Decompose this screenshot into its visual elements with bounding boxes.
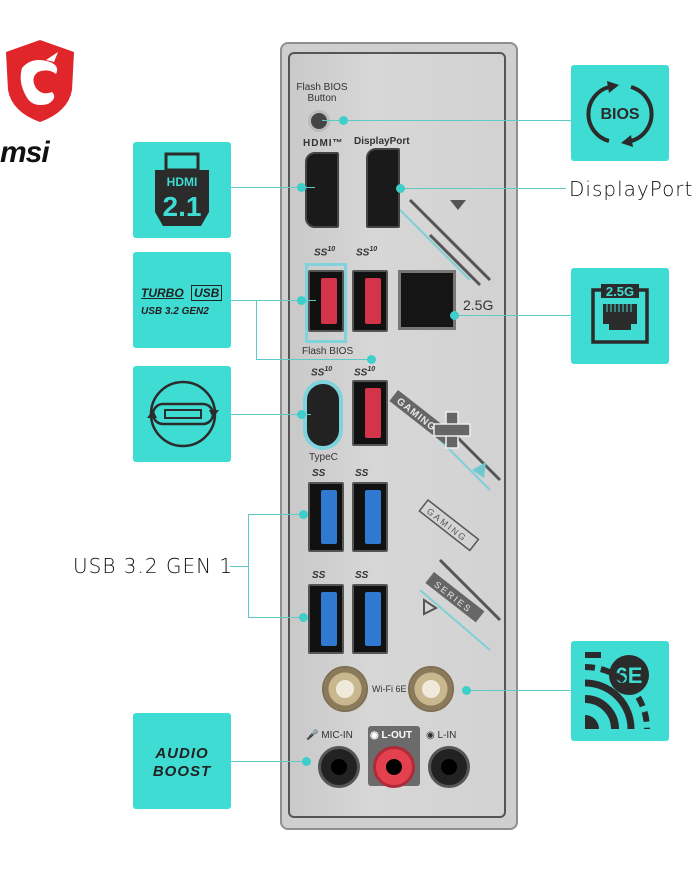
flash-bios-button-label: Flash BIOS Button — [296, 82, 348, 104]
leader-dot — [302, 757, 311, 766]
leader-dot — [450, 311, 459, 320]
flash-bios-port-label: Flash BIOS — [302, 346, 354, 357]
turbo-usb-tile-line2: USB 3.2 GEN2 — [141, 306, 209, 317]
type-c-tile — [133, 366, 231, 462]
usb-ss10-mark: SS10 — [354, 366, 376, 379]
usb-10g-port[interactable] — [352, 270, 388, 332]
leader-turbo-usb-to-port — [256, 300, 316, 301]
leader-usb-gen1-bottom — [248, 617, 304, 618]
usb-gen1-callout: USB 3.2 GEN 1 — [73, 554, 234, 578]
leader-audio-boost — [231, 761, 311, 762]
flash-bios-port-highlight — [305, 263, 347, 343]
hdmi-port[interactable] — [305, 152, 339, 228]
turbo-usb-tile-line1: TURBO USB — [141, 285, 223, 301]
leader-lan — [454, 315, 571, 316]
flash-bios-button[interactable] — [308, 110, 330, 132]
bios-tile-label: BIOS — [600, 106, 639, 123]
displayport-callout: DisplayPort — [569, 177, 694, 201]
hdmi-tile-line2: 2.1 — [163, 191, 202, 222]
msi-dragon-shield-icon — [6, 40, 74, 122]
usb-gen1-port[interactable] — [352, 584, 388, 654]
leader-turbo-usb — [231, 300, 256, 301]
leader-turbo-usb-to-flash — [256, 359, 376, 360]
leader-turbo-usb-bracket — [256, 300, 257, 359]
bios-tile: BIOS — [571, 65, 669, 161]
hdmi-tile-line1: HDMI — [167, 175, 198, 189]
usb-type-c-port[interactable] — [303, 380, 343, 450]
usb-gen1-port[interactable] — [308, 482, 344, 552]
deco-series-text: SERIES — [432, 579, 474, 615]
audio-wave-icon: ◉ — [370, 730, 379, 741]
leader-bios — [322, 120, 571, 121]
usb-gen1-port[interactable] — [308, 584, 344, 654]
displayport-port[interactable] — [366, 148, 400, 228]
leader-dot — [462, 686, 471, 695]
leader-usb-gen1-top — [248, 514, 304, 515]
leader-usb-gen1-bracket — [248, 514, 249, 617]
leader-type-c — [231, 414, 311, 415]
deco-gaming-small-text: GAMING — [425, 506, 469, 544]
mic-in-label: 🎤 MIC-IN — [306, 730, 353, 741]
turbo-usb-tile: TURBO USB USB 3.2 GEN2 — [133, 252, 231, 348]
displayport-port-label: DisplayPort — [354, 136, 410, 147]
wifi-6e-icon: 6E — [584, 652, 650, 730]
usb-ss10-mark: SS10 — [314, 246, 336, 259]
usb-ss-mark: SS — [312, 570, 326, 581]
usb-gen1-port[interactable] — [352, 482, 388, 552]
leader-hdmi — [231, 187, 315, 188]
usb-c-reversible-icon — [147, 380, 219, 448]
leader-dot — [367, 355, 376, 364]
lan-speed-label: 2.5G — [463, 297, 494, 313]
leader-dot — [297, 183, 306, 192]
usb-ss-mark: SS — [312, 468, 326, 479]
mic-in-jack[interactable] — [318, 746, 360, 788]
usb-flash-bios-port[interactable] — [308, 270, 344, 332]
hdmi-port-label: HDMI™ — [303, 138, 344, 149]
lan-2-5g-tile: 2.5G — [571, 268, 669, 364]
line-in-label: ◉ L-IN — [426, 730, 457, 741]
leader-displayport — [400, 188, 566, 189]
type-c-label: TypeC — [309, 452, 338, 463]
hdmi-2-1-tile: HDMI 2.1 — [133, 142, 231, 238]
leader-dot — [299, 510, 308, 519]
wifi-6e-tile: 6E — [571, 641, 669, 741]
brand-wordmark: msi — [0, 136, 50, 169]
leader-dot — [297, 296, 306, 305]
audio-boost-line1: AUDIO — [155, 745, 209, 762]
bios-refresh-icon: BIOS — [586, 81, 654, 147]
leader-dot — [299, 613, 308, 622]
usb-ss10-mark: SS10 — [356, 246, 378, 259]
audio-boost-tile: AUDIO BOOST — [133, 713, 231, 809]
usb-ss-mark: SS — [355, 468, 369, 479]
line-out-jack[interactable] — [373, 746, 415, 788]
leader-dot — [339, 116, 348, 125]
hdmi-connector-icon: HDMI 2.1 — [155, 152, 209, 226]
line-in-jack[interactable] — [428, 746, 470, 788]
plate-decoration: GAMING GAMING SERIES — [389, 198, 502, 651]
audio-wave-icon: ◉ — [426, 730, 435, 741]
microphone-icon: 🎤 — [306, 730, 319, 741]
leader-dot — [297, 410, 306, 419]
line-out-label: ◉ L-OUT — [370, 730, 413, 741]
ethernet-port-icon: 2.5G — [591, 284, 649, 344]
usb-10g-port[interactable] — [352, 380, 388, 446]
audio-boost-line2: BOOST — [152, 763, 212, 780]
leader-wifi — [466, 690, 571, 691]
lan-tile-label: 2.5G — [606, 284, 634, 299]
wifi-antenna-connector-1[interactable] — [322, 666, 368, 712]
usb-ss-mark: SS — [355, 570, 369, 581]
deco-gaming-text: GAMING — [394, 396, 438, 434]
wifi-antenna-connector-2[interactable] — [408, 666, 454, 712]
usb-ss10-mark: SS10 — [311, 366, 333, 379]
msi-logo: msi — [0, 38, 80, 169]
lan-port[interactable] — [398, 270, 456, 330]
leader-dot — [396, 184, 405, 193]
wifi-label: Wi-Fi 6E — [372, 684, 407, 694]
leader-usb-gen1 — [230, 566, 248, 567]
